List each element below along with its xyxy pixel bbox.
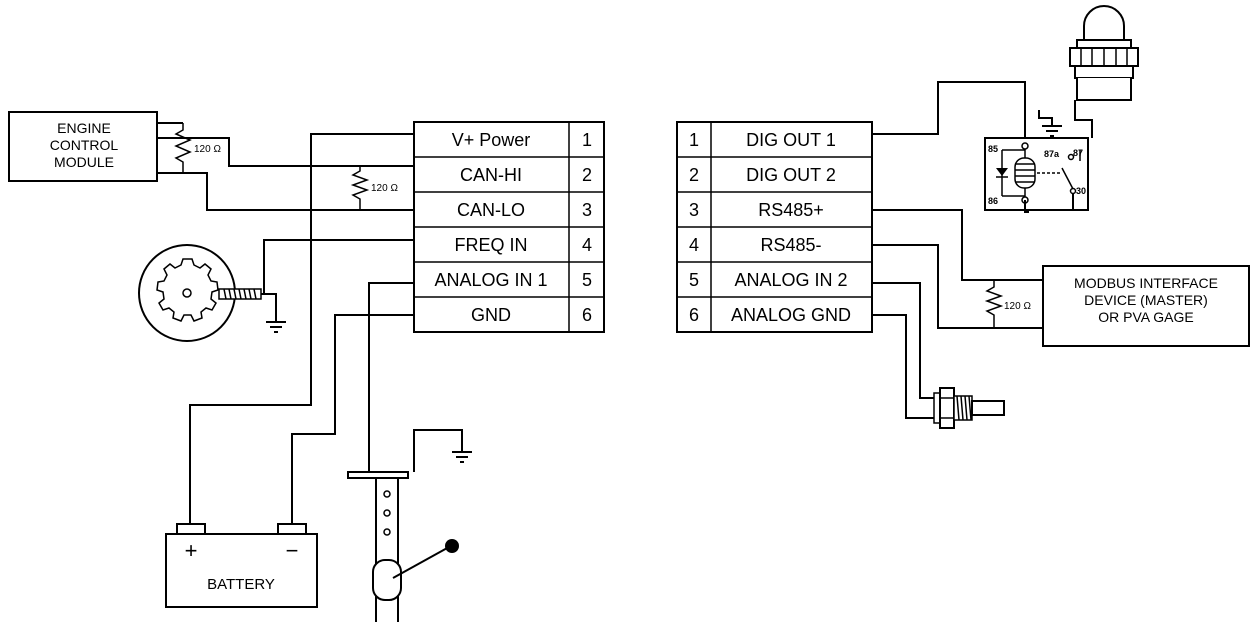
fuel-level-sender xyxy=(347,429,463,622)
modbus-line-1: MODBUS INTERFACE xyxy=(1074,275,1218,291)
dig-out-1-wire xyxy=(872,81,1026,145)
rs485-minus-wire xyxy=(872,244,1043,329)
battery-label: BATTERY xyxy=(207,576,275,593)
left-label-4: FREQ IN xyxy=(454,235,527,255)
float-ball xyxy=(445,539,459,553)
ground-symbol-sender xyxy=(452,451,472,463)
beacon-return-wire xyxy=(1074,100,1093,138)
right-terminal-block: 1 2 3 4 5 6 DIG OUT 1 DIG OUT 2 RS485+ R… xyxy=(676,121,873,333)
left-terminal-block: V+ Power CAN-HI CAN-LO FREQ IN ANALOG IN… xyxy=(413,121,605,333)
can-termination-resistor: 120 Ω xyxy=(350,166,398,210)
right-label-3: RS485+ xyxy=(758,200,824,220)
ecm-line-1: ENGINE xyxy=(57,120,111,136)
right-label-1: DIG OUT 1 xyxy=(746,130,836,150)
right-pin-6: 6 xyxy=(689,305,699,325)
relay-pin-86: 86 xyxy=(988,196,998,206)
modbus-line-2: DEVICE (MASTER) xyxy=(1084,292,1208,308)
battery-minus: − xyxy=(286,538,299,563)
modbus-resistor-label: 120 Ω xyxy=(1004,301,1031,312)
ecm-line-2: CONTROL xyxy=(50,137,119,153)
right-pin-2: 2 xyxy=(689,165,699,185)
right-pin-1: 1 xyxy=(689,130,699,150)
battery: + − BATTERY xyxy=(165,523,318,608)
relay-pin-30: 30 xyxy=(1076,186,1086,196)
left-label-1: V+ Power xyxy=(452,130,531,150)
right-pin-5: 5 xyxy=(689,270,699,290)
left-pin-1: 1 xyxy=(582,130,592,150)
power-wire xyxy=(189,133,414,526)
relay-pin-87: 87 xyxy=(1073,148,1083,158)
left-pin-3: 3 xyxy=(582,200,592,220)
can-hi-wire xyxy=(157,137,414,167)
modbus-line-3: OR PVA GAGE xyxy=(1098,309,1193,325)
left-label-5: ANALOG IN 1 xyxy=(434,270,547,290)
engine-control-module: ENGINE CONTROL MODULE xyxy=(8,111,158,182)
right-label-6: ANALOG GND xyxy=(731,305,851,325)
magnetic-pickup-sensor xyxy=(138,244,277,342)
left-pin-5: 5 xyxy=(582,270,592,290)
relay: 85 86 87a 87 30 xyxy=(984,137,1089,211)
left-label-3: CAN-LO xyxy=(457,200,525,220)
battery-plus: + xyxy=(185,538,198,563)
temperature-sensor xyxy=(933,387,1005,429)
analog-gnd-wire xyxy=(872,314,934,419)
left-label-2: CAN-HI xyxy=(460,165,522,185)
ecm-resistor-label: 120 Ω xyxy=(194,144,221,155)
analog-in-2-wire xyxy=(872,282,934,399)
ecm-termination-resistor: 120 Ω xyxy=(157,122,221,174)
can-resistor-label: 120 Ω xyxy=(371,183,398,194)
ground-symbol-beacon xyxy=(1042,125,1062,137)
analog-in-1-wire xyxy=(368,282,414,474)
right-pin-3: 3 xyxy=(689,200,699,220)
modbus-termination-resistor: 120 Ω xyxy=(984,280,1031,328)
right-label-5: ANALOG IN 2 xyxy=(734,270,847,290)
left-pin-2: 2 xyxy=(582,165,592,185)
relay-pin-87a: 87a xyxy=(1044,149,1060,159)
gear-icon xyxy=(156,258,219,322)
ground-wire xyxy=(291,314,414,526)
right-label-2: DIG OUT 2 xyxy=(746,165,836,185)
rs485-plus-wire xyxy=(872,209,1043,281)
relay-ground-wire xyxy=(1024,200,1029,213)
left-pin-6: 6 xyxy=(582,305,592,325)
ecm-line-3: MODULE xyxy=(54,154,114,170)
freq-in-wire xyxy=(263,239,414,294)
relay-pin-85: 85 xyxy=(988,144,998,154)
beacon-light-icon xyxy=(1069,5,1139,101)
ground-symbol-pickup xyxy=(266,321,286,333)
left-label-6: GND xyxy=(471,305,511,325)
beacon-feed-wire xyxy=(1038,110,1053,126)
right-pin-4: 4 xyxy=(689,235,699,255)
modbus-interface-device: MODBUS INTERFACE DEVICE (MASTER) OR PVA … xyxy=(1042,265,1250,347)
left-pin-4: 4 xyxy=(582,235,592,255)
right-label-4: RS485- xyxy=(760,235,821,255)
